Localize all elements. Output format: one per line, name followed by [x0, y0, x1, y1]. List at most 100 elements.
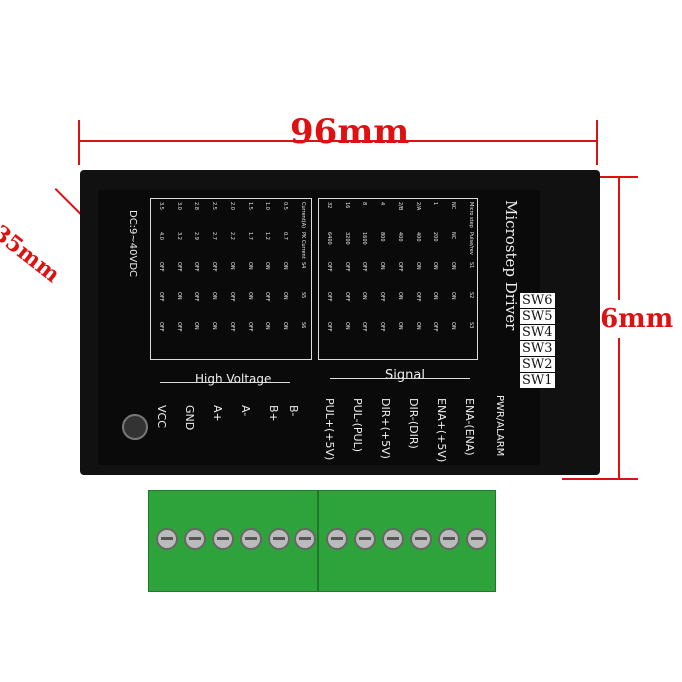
microstep-table-cell: 3200 — [343, 232, 350, 245]
microstep-table-cell: 800 — [379, 232, 386, 242]
microstep-table-cell: OFF — [396, 262, 403, 272]
microstep-table-cell: ON — [450, 262, 457, 270]
microstep-table-cell: 400 — [414, 232, 421, 242]
current-table-cell: 0.7 — [282, 232, 289, 240]
microstep-table-cell: Micro step — [468, 202, 474, 228]
microstep-table-cell: 2/B — [396, 202, 403, 211]
microstep-table-cell: 1600 — [361, 232, 368, 245]
microstep-table-cell: ON — [432, 262, 439, 270]
microstep-table-cell: 32 — [325, 202, 332, 209]
terminal-screw-icon — [438, 528, 460, 550]
current-table-cell: 3.5 — [157, 202, 164, 210]
current-table-cell: ON — [193, 322, 200, 330]
power-rating: DC:9~40VDC — [127, 210, 138, 278]
current-table-cell: 1.0 — [264, 202, 271, 210]
current-table-cell: 1.2 — [264, 232, 271, 240]
current-table-cell: OFF — [228, 322, 235, 332]
terminal-screw-icon — [212, 528, 234, 550]
microstep-table-cell: S1 — [468, 262, 474, 269]
microstep-table-cell: S2 — [468, 292, 474, 299]
current-table-cell: OFF — [157, 322, 164, 332]
current-table-cell: 1.5 — [246, 202, 253, 210]
terminal-screw-icon — [268, 528, 290, 550]
terminal-label-signal-0: PUL+(+5V) — [323, 398, 336, 461]
depth-dimension-label: 35mm — [0, 220, 65, 289]
height-tick-top — [598, 176, 638, 178]
terminal-label-a: A+ — [211, 405, 224, 422]
signal-label: Signal — [385, 368, 425, 383]
current-table-cell: ON — [282, 262, 289, 270]
current-table-cell: ON — [282, 292, 289, 300]
current-table-cell: ON — [211, 292, 218, 300]
current-table-cell: 0.5 — [282, 202, 289, 210]
microstep-table-cell: 6400 — [325, 232, 332, 245]
device-title: Microstep Driver — [502, 200, 520, 331]
microstep-table-cell: ON — [432, 292, 439, 300]
switch-label-sw4: SW4 — [520, 325, 555, 340]
current-table-cell: ON — [211, 322, 218, 330]
current-table-cell: 2.2 — [228, 232, 235, 240]
microstep-table-cell: 16 — [343, 202, 350, 209]
terminal-label-vcc: VCC — [155, 405, 168, 428]
terminal-label-signal-3: DIR-(DIR) — [407, 398, 420, 449]
microstep-table-cell: 4 — [379, 202, 386, 206]
terminal-label-b: B- — [287, 405, 300, 417]
microstep-table-cell: ON — [414, 322, 421, 330]
current-table-cell: S4 — [300, 262, 306, 269]
microstep-table-cell: OFF — [343, 292, 350, 302]
current-table-cell: OFF — [264, 292, 271, 302]
high-voltage-label: High Voltage — [195, 372, 272, 386]
current-table-cell: 2.5 — [211, 202, 218, 210]
current-table-cell: 2.7 — [211, 232, 218, 240]
microstep-table-cell: 8 — [361, 202, 368, 206]
terminal-label-b: B+ — [267, 405, 280, 422]
current-table-cell: OFF — [246, 322, 253, 332]
current-table-cell: ON — [228, 262, 235, 270]
current-table-cell: OFF — [175, 322, 182, 332]
current-table-cell: 4.0 — [157, 232, 164, 240]
microstep-table-cell: OFF — [325, 292, 332, 302]
current-table-cell: OFF — [193, 292, 200, 302]
current-table-cell: S6 — [300, 322, 306, 329]
microstep-table-cell: NC — [450, 202, 457, 210]
current-table-cell: 3.2 — [175, 232, 182, 240]
current-table-cell: OFF — [193, 262, 200, 272]
current-table-cell: 2.9 — [193, 232, 200, 240]
microstep-table-cell: ON — [379, 262, 386, 270]
signal-bracket — [330, 378, 470, 379]
microstep-table-cell: OFF — [361, 262, 368, 272]
microstep-table-cell: 200 — [432, 232, 439, 242]
current-table-cell: OFF — [211, 262, 218, 272]
current-table-cell: 2.8 — [193, 202, 200, 210]
switch-label-sw2: SW2 — [520, 357, 555, 372]
current-table-cell: 1.7 — [246, 232, 253, 240]
width-dimension-label: 96mm — [290, 112, 410, 152]
width-tick-right — [596, 120, 598, 165]
microstep-table-cell: ON — [450, 292, 457, 300]
microstep-table-cell: Pulse/rev — [468, 232, 474, 255]
microstep-table-cell: OFF — [343, 262, 350, 272]
microstep-table-cell: ON — [450, 322, 457, 330]
terminal-screw-icon — [382, 528, 404, 550]
microstep-table-cell: OFF — [414, 292, 421, 302]
terminal-label-signal-1: PUL-(PUL) — [351, 398, 364, 452]
microstep-table-cell: 1 — [432, 202, 439, 206]
current-table-cell: Current(A) — [300, 202, 306, 229]
terminal-label-signal-4: ENA+(+5V) — [435, 398, 448, 463]
current-table — [150, 198, 312, 360]
terminal-label-a: A- — [239, 405, 252, 417]
current-table-cell: OFF — [157, 262, 164, 272]
microstep-table-cell: ON — [396, 322, 403, 330]
terminal-screw-icon — [294, 528, 316, 550]
terminal-screw-icon — [326, 528, 348, 550]
height-tick-bottom — [562, 478, 638, 480]
terminal-label-signal-2: DIR+(+5V) — [379, 398, 392, 459]
terminal-screw-icon — [184, 528, 206, 550]
terminal-label-signal-5: ENA-(ENA) — [463, 398, 476, 456]
microstep-table-cell: OFF — [325, 262, 332, 272]
switch-label-sw6: SW6 — [520, 293, 555, 308]
microstep-table-cell: 2/A — [414, 202, 421, 211]
current-table-cell: ON — [264, 262, 271, 270]
current-table-cell: ON — [246, 262, 253, 270]
current-table-cell: OFF — [175, 262, 182, 272]
